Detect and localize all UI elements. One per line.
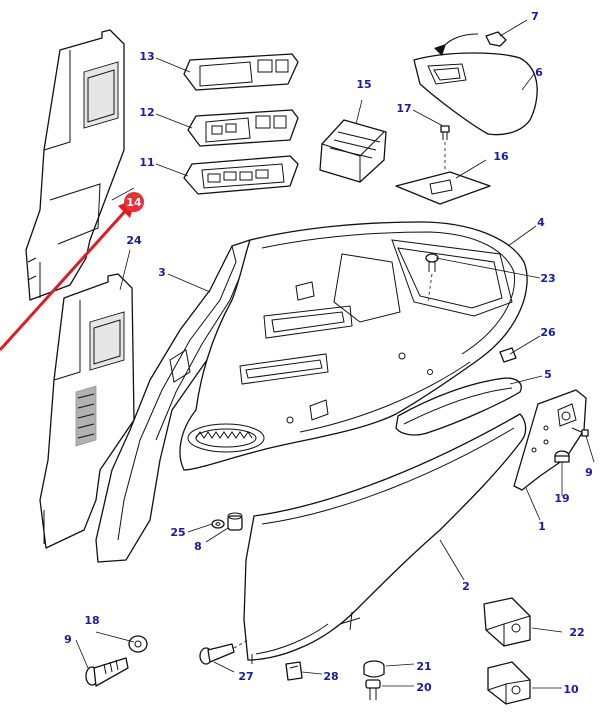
bracket-10 (487, 661, 531, 705)
fit-arrow-head (434, 44, 446, 56)
leader-27-dash (233, 639, 249, 649)
callout-23: 23 (540, 272, 555, 285)
screw-17 (440, 125, 450, 140)
pillar-trim-lower (39, 273, 135, 549)
switch-panel-12 (187, 109, 299, 147)
switch-panel-13 (183, 53, 299, 91)
screw-20 (365, 679, 381, 700)
callout-20: 20 (416, 681, 432, 694)
clip-26 (499, 347, 517, 363)
cap-21 (363, 660, 385, 678)
callout-10: 10 (563, 683, 579, 696)
callout-22: 22 (569, 626, 584, 639)
screw-27 (199, 643, 235, 665)
callout-1: 1 (538, 520, 546, 533)
mounting-bracket (395, 171, 491, 205)
callout-4: 4 (537, 216, 545, 229)
callout-12: 12 (139, 106, 154, 119)
callout-9-left: 9 (64, 633, 72, 646)
rubber-pad (319, 119, 387, 183)
side-panel-1 (513, 389, 587, 491)
bolt-9 (85, 657, 129, 687)
callout-3: 3 (158, 266, 166, 279)
leader-lines (75, 19, 595, 689)
callout-8: 8 (194, 540, 202, 553)
callout-21: 21 (416, 660, 431, 673)
highlight-badge: 14 (124, 192, 144, 212)
knob-19 (554, 450, 570, 463)
callout-15: 15 (356, 78, 371, 91)
callout-26: 26 (540, 326, 556, 339)
callout-19: 19 (554, 492, 569, 505)
highlight-badge-label: 14 (126, 196, 142, 209)
callout-6: 6 (535, 66, 543, 79)
callout-24: 24 (126, 234, 142, 247)
callout-16: 16 (493, 150, 509, 163)
callout-25: 25 (170, 526, 185, 539)
callout-2: 2 (462, 580, 470, 593)
switch-panel-11 (183, 155, 299, 195)
main-dash-console (179, 221, 528, 471)
washer-18 (128, 635, 148, 653)
screw-9-small (571, 427, 589, 437)
callout-labels: 13 12 11 15 17 16 6 7 4 23 26 5 9 19 1 2… (64, 10, 593, 696)
pillar-trim-upper (25, 29, 125, 301)
callout-13: 13 (139, 50, 154, 63)
callout-27: 27 (238, 670, 253, 683)
bracket-22 (483, 597, 531, 647)
washer-25 (211, 519, 225, 529)
clip-28 (285, 661, 303, 681)
spacer-8 (227, 512, 243, 531)
callout-7: 7 (531, 10, 539, 23)
lower-trim-panel (243, 413, 527, 664)
callout-28: 28 (323, 670, 338, 683)
callout-9-right: 9 (585, 466, 593, 479)
callout-5: 5 (544, 368, 552, 381)
cover-panel (413, 52, 538, 136)
armrest-pad (395, 377, 522, 436)
leader-23-dash (427, 273, 433, 303)
callout-18: 18 (84, 614, 99, 627)
fit-arrow (439, 33, 479, 53)
callout-17: 17 (396, 102, 411, 115)
callout-11: 11 (139, 156, 154, 169)
